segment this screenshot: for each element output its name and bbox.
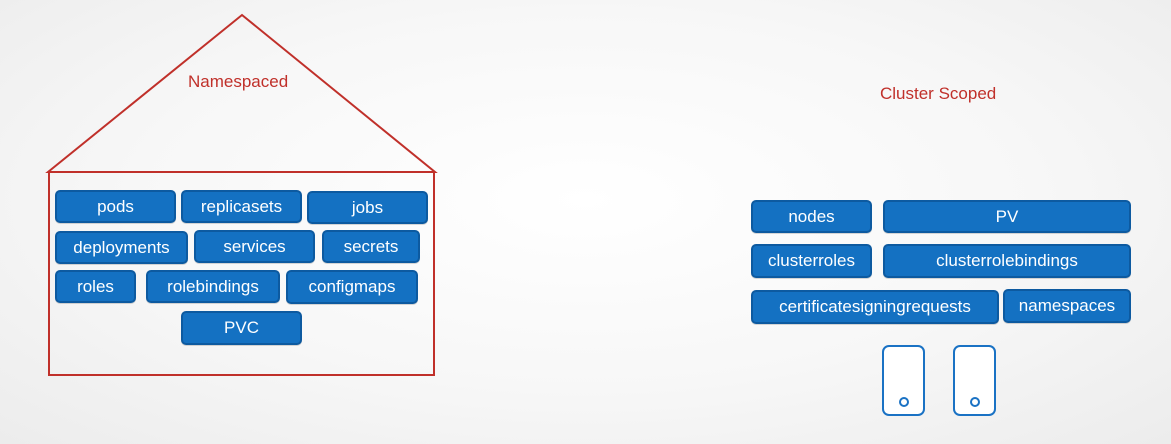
resource-configmaps: configmaps [286, 270, 418, 304]
resource-jobs: jobs [307, 191, 428, 224]
resource-pods: pods [55, 190, 176, 223]
resource-clusterrolebindings: clusterrolebindings [883, 244, 1131, 278]
namespaced-title: Namespaced [188, 72, 289, 91]
house-body [48, 171, 435, 376]
resource-certificatesigningrequests: certificatesigningrequests [751, 290, 999, 324]
device-icon [953, 345, 996, 416]
device-button-icon [898, 397, 909, 407]
device-button-icon [969, 397, 980, 407]
resource-nodes: nodes [751, 200, 872, 233]
resource-pv: PV [883, 200, 1131, 233]
cluster-scoped-title: Cluster Scoped [880, 84, 997, 103]
resource-replicasets: replicasets [181, 190, 302, 223]
resource-services: services [194, 230, 315, 263]
resource-roles: roles [55, 270, 136, 303]
resource-rolebindings: rolebindings [146, 270, 280, 303]
device-icon [882, 345, 925, 416]
resource-deployments: deployments [55, 231, 188, 264]
resource-pvc: PVC [181, 311, 302, 345]
resource-clusterroles: clusterroles [751, 244, 872, 278]
resource-secrets: secrets [322, 230, 420, 263]
resource-namespaces: namespaces [1003, 289, 1131, 323]
house-roof [45, 13, 438, 173]
